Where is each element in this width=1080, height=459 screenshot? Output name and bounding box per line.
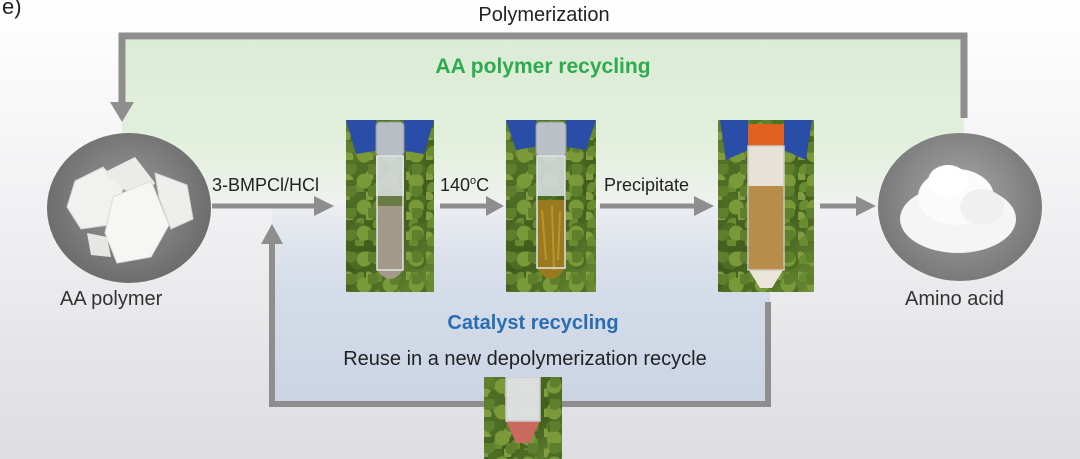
polymer-chunks-image [66,157,194,264]
tube-photo-2 [506,120,596,292]
catalyst-tube-photo [484,377,562,459]
polymerization-label: Polymerization [478,4,610,26]
end-caption: Amino acid [905,288,1004,310]
tube-photo-3 [718,120,814,292]
step-precipitate-label: Precipitate [604,175,690,195]
start-caption: AA polymer [60,288,163,310]
catalyst-tube-image [505,377,541,443]
step-temperature-label: 140oC [440,175,490,195]
tube-1-image [346,120,434,279]
polymerization-arrowhead [110,102,134,122]
tube-photo-1 [346,120,434,292]
reuse-label: Reuse in a new depolymerization recycle [343,348,707,370]
panel-label: e) [2,0,22,19]
aa-polymer-photo [47,133,211,283]
step-reagent-label: 3-BMPCl/HCl [212,175,320,195]
catalyst-recycling-title: Catalyst recycling [447,312,619,334]
tube-3-image [720,120,812,288]
catalyst-arrowhead [261,224,283,244]
aa-polymer-recycling-title: AA polymer recycling [435,55,651,78]
polymerization-loop-arrow [118,32,968,118]
amino-acid-photo [878,133,1042,281]
amino-acid-powder-image [900,165,1016,253]
tube-2-image [506,120,596,279]
